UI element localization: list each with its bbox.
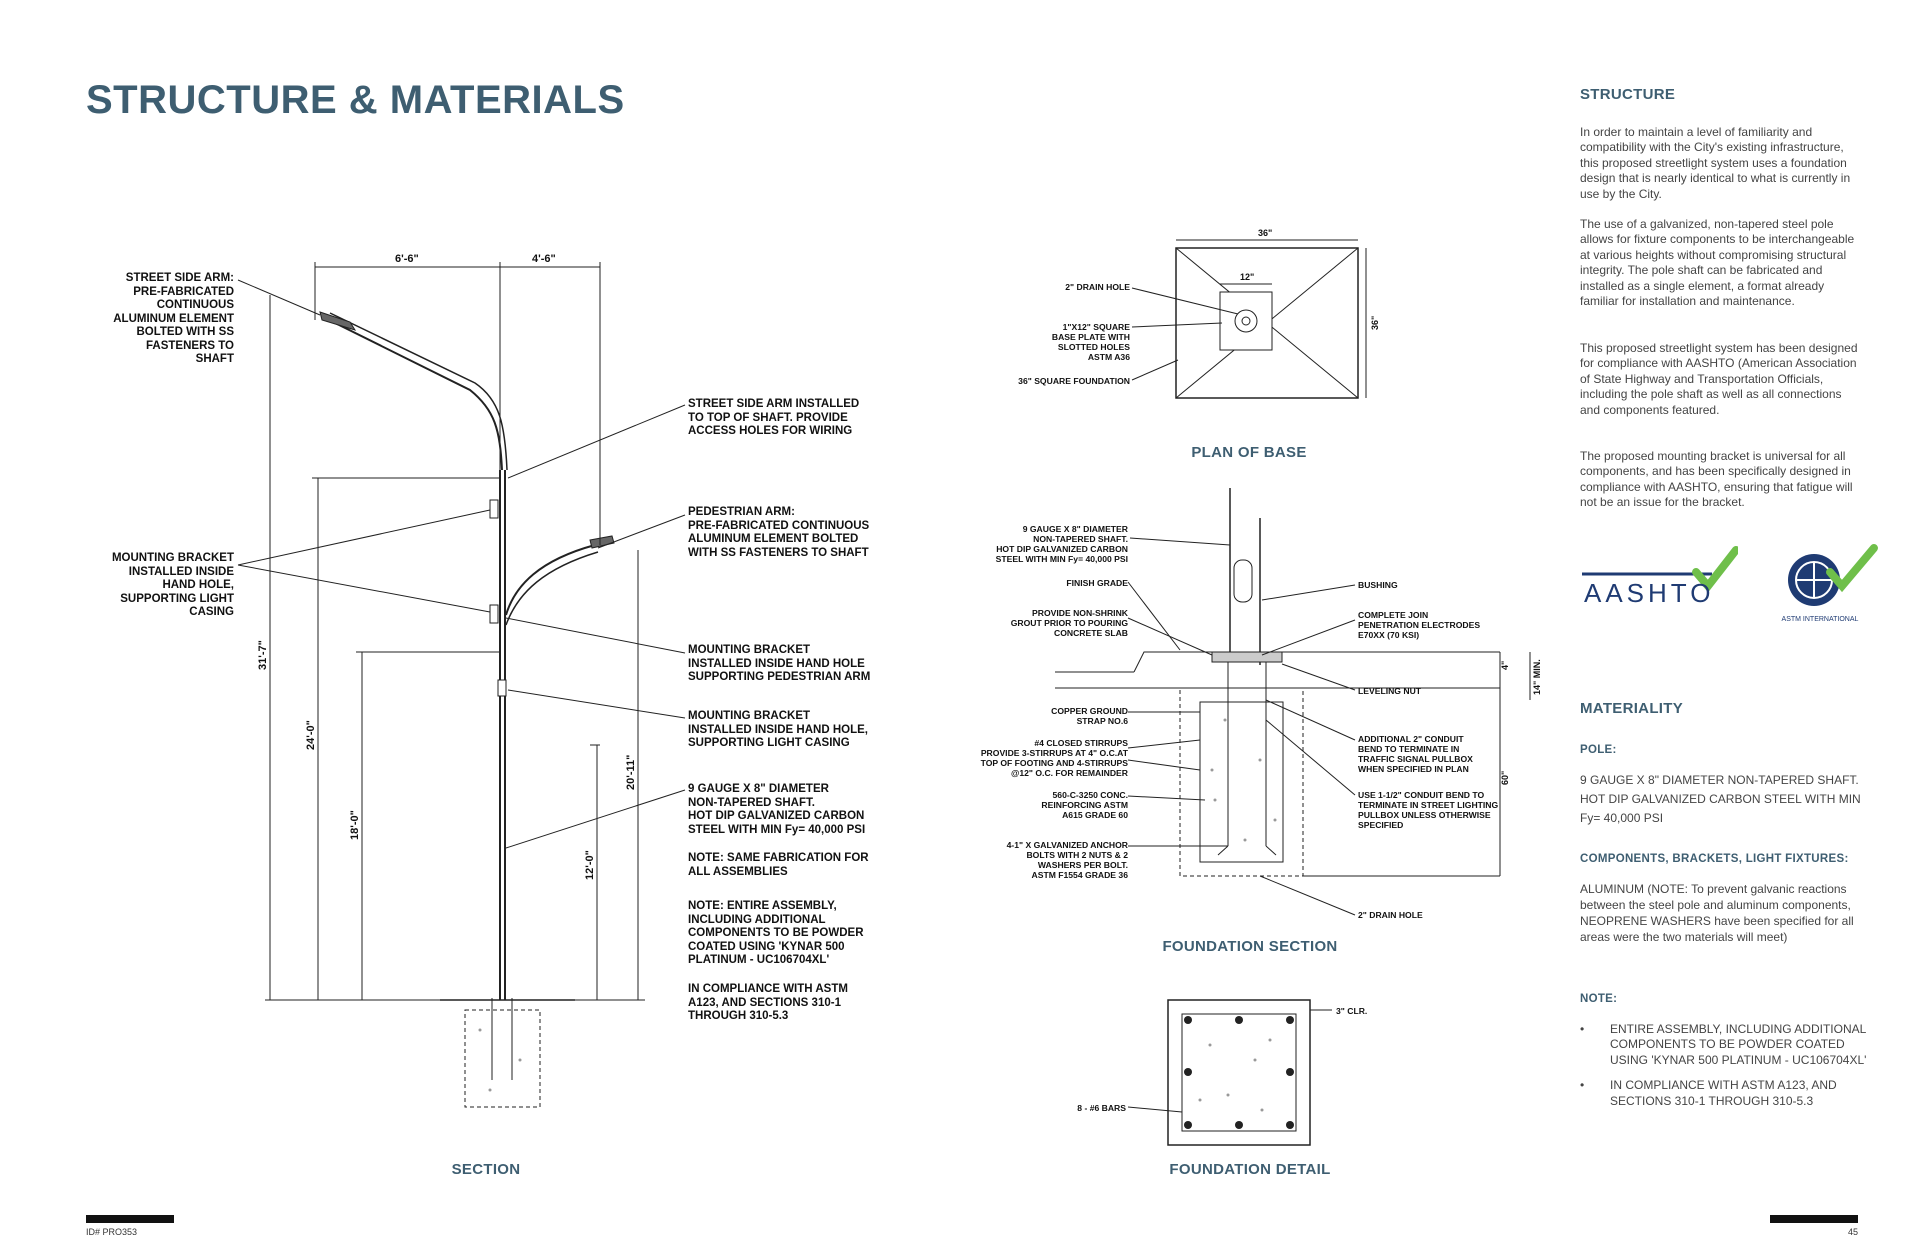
pole-elevation <box>319 311 615 1108</box>
dim-h2: 24'-0" <box>305 720 317 750</box>
dim-plan-inner: 12" <box>1240 272 1254 282</box>
footer-id: ID# PRO353 <box>86 1227 138 1237</box>
label-found-nut: LEVELING NUT <box>1358 686 1422 696</box>
caption-foundation: FOUNDATION SECTION <box>1162 938 1338 955</box>
sidebar-paragraph-2: The use of a galvanized, non-tapered ste… <box>1580 217 1855 309</box>
dim-h4: 20'-11" <box>625 755 637 790</box>
aashto-mark-icon <box>1582 546 1740 593</box>
dim-plan-height: 36" <box>1370 316 1380 330</box>
footer-bar-left <box>86 1215 174 1223</box>
sidebar-components-text: ALUMINUM (NOTE: To prevent galvanic reac… <box>1580 882 1854 944</box>
label-note3: IN COMPLIANCE WITH ASTM A123, AND SECTIO… <box>688 983 848 1022</box>
dim-arm-right: 4'-6" <box>532 253 556 265</box>
sidebar-notes-list: ENTIRE ASSEMBLY, INCLUDING ADDITIONAL CO… <box>1580 1022 1870 1119</box>
sidebar-pole-text: 9 GAUGE X 8" DIAMETER NON-TAPERED SHAFT.… <box>1580 773 1861 825</box>
label-shaft: 9 GAUGE X 8" DIAMETER NON-TAPERED SHAFT.… <box>688 783 866 836</box>
label-arm-installed: STREET SIDE ARM INSTALLED TO TOP OF SHAF… <box>688 398 860 437</box>
section-leaders <box>237 279 686 849</box>
astm-mark-icon <box>1788 544 1878 606</box>
label-mount-light: MOUNTING BRACKET INSTALLED INSIDE HAND H… <box>688 710 868 749</box>
sidebar-components-heading: COMPONENTS, BRACKETS, LIGHT FIXTURES: <box>1580 853 1849 865</box>
sidebar-note-heading: NOTE: <box>1580 993 1618 1005</box>
foundation-detail <box>1127 999 1332 1146</box>
sidebar-pole-heading: POLE: <box>1580 744 1617 756</box>
astm-caption: ASTM INTERNATIONAL <box>1781 616 1859 623</box>
sidebar-materiality-heading: MATERIALITY <box>1580 700 1684 717</box>
dim-found-d3: 60" <box>1500 771 1510 785</box>
label-note1: NOTE: SAME FABRICATION FOR ALL ASSEMBLIE… <box>688 852 869 878</box>
section-dimensions <box>265 262 645 1001</box>
dim-h3: 18'-0" <box>349 810 361 840</box>
dim-arm-left: 6'-6" <box>395 253 419 265</box>
dim-found-d2: 14" MIN. <box>1532 659 1542 695</box>
label-found-anchor: 4-1" X GALVANIZED ANCHOR BOLTS WITH 2 NU… <box>1006 840 1128 880</box>
caption-section: SECTION <box>451 1161 521 1178</box>
page-title: STRUCTURE & MATERIALS <box>86 78 625 122</box>
page-number: 45 <box>1847 1227 1858 1237</box>
label-detail-clr: 3" CLR. <box>1336 1006 1368 1016</box>
label-street-arm: STREET SIDE ARM: PRE-FABRICATED CONTINUO… <box>113 272 234 365</box>
label-found-weld: COMPLETE JOIN PENETRATION ELECTRODES E70… <box>1358 610 1481 640</box>
astm-logo: ASTM INTERNATIONAL <box>1770 540 1882 630</box>
label-found-conduit15: USE 1-1/2" CONDUIT BEND TO TERMINATE IN … <box>1358 790 1499 830</box>
label-plan-foundation: 36" SQUARE FOUNDATION <box>1018 376 1130 386</box>
foundation-section <box>1055 488 1531 916</box>
label-found-bushing: BUSHING <box>1358 580 1398 590</box>
dim-h1: 31'-7" <box>257 640 269 670</box>
label-detail-bars: 8 - #6 BARS <box>1077 1103 1126 1113</box>
label-found-grout: PROVIDE NON-SHRINK GROUT PRIOR TO POURIN… <box>1010 608 1128 638</box>
dim-plan-width: 36" <box>1258 228 1272 238</box>
aashto-text: AASHTO <box>1584 578 1715 608</box>
sidebar-note-item: IN COMPLIANCE WITH ASTM A123, AND SECTIO… <box>1580 1078 1870 1109</box>
dim-found-d1: 4" <box>1500 661 1510 670</box>
sidebar-paragraph-3: This proposed streetlight system has bee… <box>1580 341 1858 417</box>
label-found-copper: COPPER GROUND STRAP NO.6 <box>1051 706 1128 726</box>
footer-bar-right <box>1770 1215 1858 1223</box>
label-found-conduit2: ADDITIONAL 2" CONDUIT BEND TO TERMINATE … <box>1358 734 1473 774</box>
sidebar-paragraph-1: In order to maintain a level of familiar… <box>1580 125 1851 201</box>
caption-plan: PLAN OF BASE <box>1191 444 1307 461</box>
dim-h5: 12'-0" <box>584 850 596 880</box>
label-found-finish: FINISH GRADE <box>1066 578 1128 588</box>
caption-detail: FOUNDATION DETAIL <box>1169 1161 1331 1178</box>
label-plan-plate: 1"X12" SQUARE BASE PLATE WITH SLOTTED HO… <box>1051 322 1130 362</box>
label-mount-ped: MOUNTING BRACKET INSTALLED INSIDE HAND H… <box>688 644 871 683</box>
label-note2: NOTE: ENTIRE ASSEMBLY, INCLUDING ADDITIO… <box>688 900 864 966</box>
sidebar-note-item: ENTIRE ASSEMBLY, INCLUDING ADDITIONAL CO… <box>1580 1022 1870 1068</box>
sidebar-paragraph-4: The proposed mounting bracket is univers… <box>1580 449 1853 510</box>
label-found-drain: 2" DRAIN HOLE <box>1358 910 1423 920</box>
label-mount-left: MOUNTING BRACKET INSTALLED INSIDE HAND H… <box>111 552 234 618</box>
label-plan-drain: 2" DRAIN HOLE <box>1065 282 1130 292</box>
sidebar-structure-heading: STRUCTURE <box>1580 86 1676 103</box>
plan-of-base <box>1131 239 1367 399</box>
label-ped-arm: PEDESTRIAN ARM: PRE-FABRICATED CONTINUOU… <box>688 506 870 559</box>
aashto-logo: AASHTO <box>1578 540 1740 610</box>
label-found-concrete: 560-C-3250 CONC. REINFORCING ASTM A615 G… <box>1041 790 1128 820</box>
label-found-shaft: 9 GAUGE X 8" DIAMETER NON-TAPERED SHAFT.… <box>995 524 1128 564</box>
label-found-stirrups: #4 CLOSED STIRRUPS PROVIDE 3-STIRRUPS AT… <box>980 738 1128 778</box>
